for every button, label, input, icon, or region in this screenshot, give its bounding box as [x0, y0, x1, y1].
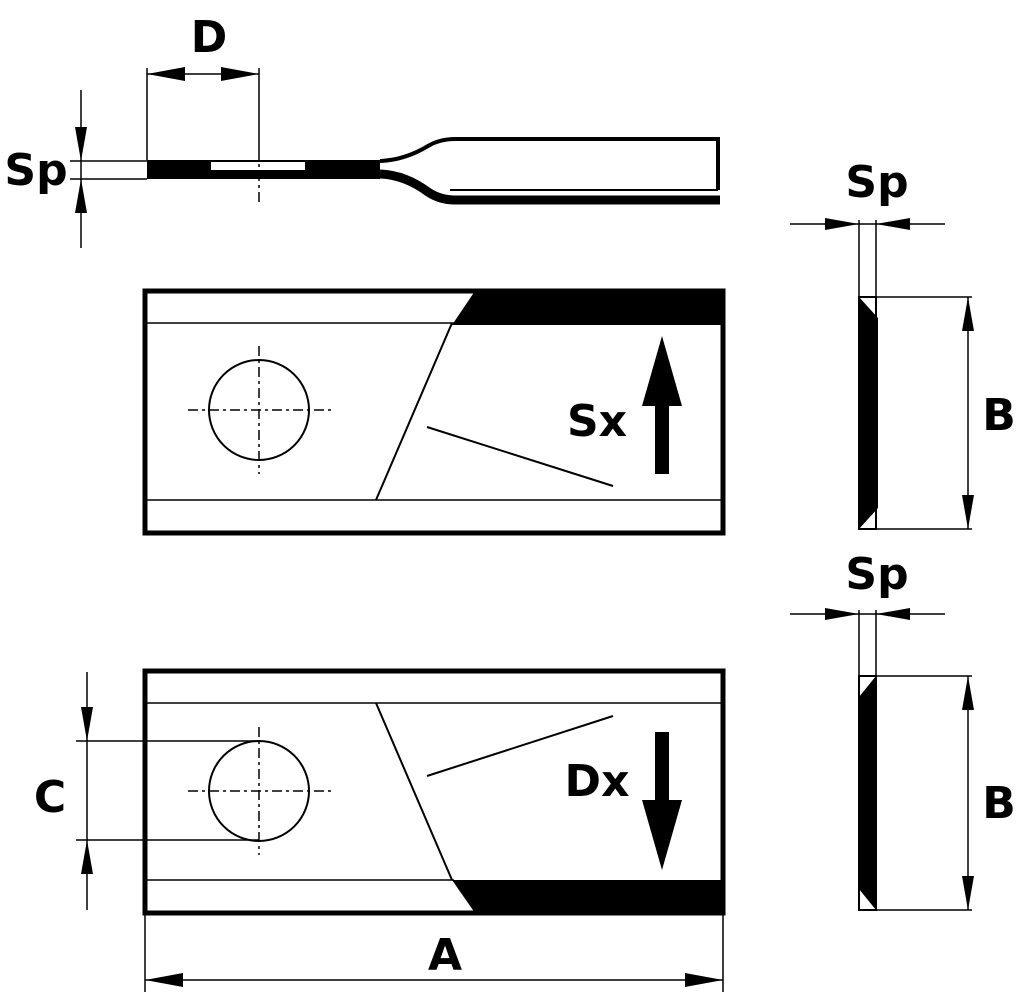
- side-profile-view: [147, 137, 720, 205]
- dimension-c: C: [34, 672, 259, 910]
- arrow-up-icon: [642, 336, 682, 474]
- dimension-d-label: D: [191, 12, 228, 63]
- arrow-down-icon: [642, 732, 682, 870]
- dimension-b-upper-label: B: [982, 390, 1016, 441]
- dimension-a-label: A: [428, 930, 462, 981]
- dimension-d: D: [146, 12, 260, 160]
- dimension-c-label: C: [34, 772, 66, 823]
- dimension-a: A: [144, 913, 724, 992]
- dimension-sp-side-label: Sp: [4, 145, 67, 196]
- rotation-sx-label: Sx: [567, 396, 627, 447]
- dimension-sp-lower-label: Sp: [845, 549, 908, 600]
- blade-plan-view-dx: Dx: [142, 668, 726, 916]
- dimension-b-upper: B: [962, 297, 1016, 529]
- dimension-sp-upper: Sp: [790, 157, 945, 230]
- blade-end-view-upper: [858, 220, 972, 530]
- blade-end-view-lower: [858, 610, 972, 911]
- dimension-sp-upper-label: Sp: [845, 157, 908, 208]
- dimension-sp-lower: Sp: [790, 549, 945, 620]
- dimension-b-lower-label: B: [982, 778, 1016, 829]
- dimension-b-lower: B: [962, 676, 1016, 910]
- blade-plan-view-sx: Sx: [142, 288, 726, 536]
- rotation-dx-label: Dx: [565, 756, 630, 807]
- dimension-sp-side: Sp: [4, 90, 147, 248]
